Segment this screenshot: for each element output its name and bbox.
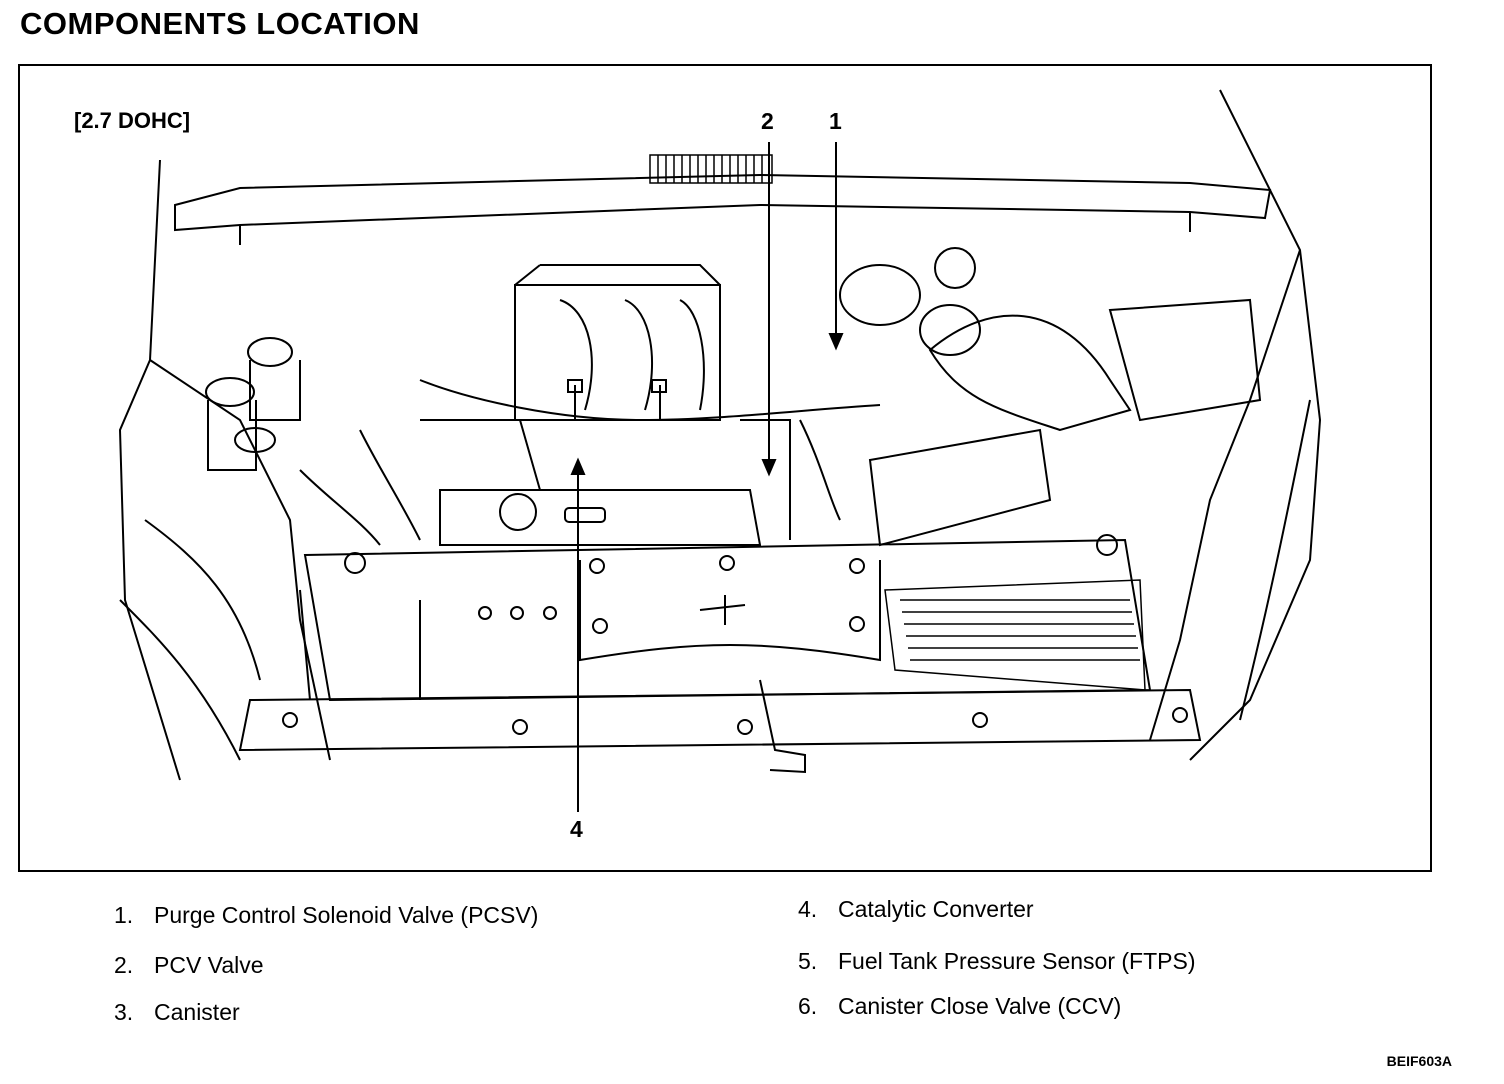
callout-leader-4 <box>570 457 586 812</box>
legend-item-number: 6. <box>798 993 818 1019</box>
cowl-panel <box>174 173 1272 245</box>
callout-leader-2 <box>761 142 777 477</box>
front-bumper-beam <box>238 679 1202 774</box>
figure-frame <box>18 64 1432 872</box>
figure-code: BEIF603A <box>1386 1053 1452 1069</box>
radiator-support <box>299 534 1152 702</box>
legend-item-label: Purge Control Solenoid Valve (PCSV) <box>154 902 539 928</box>
legend-item-label: PCV Valve <box>154 952 264 978</box>
legend-item-label: Canister Close Valve (CCV) <box>838 993 1122 1019</box>
legend-item-label: Fuel Tank Pressure Sensor (FTPS) <box>838 948 1196 974</box>
air-intake-duct <box>839 247 1132 547</box>
callout-number-2: 2 <box>761 108 774 134</box>
air-cleaner-box <box>1108 298 1262 422</box>
ignition-coils <box>567 379 667 420</box>
intake-manifold <box>514 264 721 421</box>
legend-item-number: 5. <box>798 948 818 974</box>
engine-variant-label: [2.7 DOHC] <box>74 108 191 133</box>
hoses <box>299 379 881 546</box>
legend-item-number: 3. <box>114 999 134 1025</box>
callout-number-4: 4 <box>570 816 583 842</box>
legend-item-label: Catalytic Converter <box>838 896 1034 922</box>
engine-block <box>420 419 791 546</box>
cowl-grille <box>649 154 773 184</box>
callout-number-1: 1 <box>829 108 842 134</box>
legend-item-number: 4. <box>798 896 818 922</box>
page-title: COMPONENTS LOCATION <box>20 6 420 41</box>
callout-leader-1 <box>828 142 844 351</box>
radiator-grille-duct <box>884 579 1146 691</box>
right-fender <box>1149 89 1322 761</box>
brake-fluid-reservoir <box>205 337 301 471</box>
legend-item-number: 1. <box>114 902 134 928</box>
legend-item-label: Canister <box>154 999 240 1025</box>
legend-item-number: 2. <box>114 952 134 978</box>
